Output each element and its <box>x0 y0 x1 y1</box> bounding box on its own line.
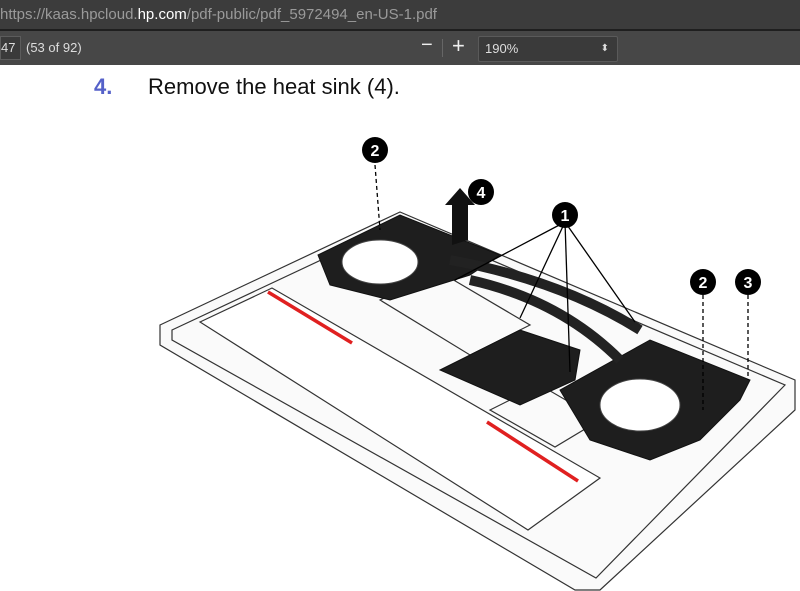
callout-2-right: 2 <box>690 269 716 295</box>
svg-text:1: 1 <box>561 208 570 225</box>
pdf-toolbar: 47 (53 of 92) − + 190% ⬍ <box>0 31 800 65</box>
zoom-select[interactable]: 190% ⬍ <box>478 36 618 62</box>
callout-3: 3 <box>735 269 761 295</box>
page-count: (53 of 92) <box>26 40 82 55</box>
svg-text:2: 2 <box>371 143 380 160</box>
zoom-value: 190% <box>485 41 519 56</box>
toolbar-divider <box>442 39 443 57</box>
url-domain: hp.com <box>137 6 187 23</box>
url-prefix: https://kaas.hpcloud. <box>0 6 138 23</box>
svg-text:3: 3 <box>744 275 753 292</box>
svg-text:2: 2 <box>699 275 708 292</box>
callout-4: 4 <box>468 179 494 205</box>
callout-2-left: 2 <box>362 137 388 163</box>
callout-1: 1 <box>552 202 578 228</box>
url-path: /pdf-public/pdf_5972494_en-US-1.pdf <box>186 6 437 23</box>
select-arrow-icon: ⬍ <box>600 43 609 54</box>
address-bar[interactable]: https://kaas.hpcloud.hp.com/pdf-public/p… <box>0 0 800 31</box>
svg-text:4: 4 <box>477 185 486 202</box>
zoom-in-button[interactable]: + <box>452 33 465 58</box>
callout-leaders <box>374 164 749 410</box>
red-marker-lines <box>267 290 579 483</box>
page-number-input[interactable]: 47 <box>0 36 21 60</box>
step-number: 4. <box>94 74 113 99</box>
battery <box>198 287 602 531</box>
fan-icon <box>341 239 681 432</box>
heat-sink-removal-arrow-icon <box>445 188 475 245</box>
step-instruction: Remove the heat sink (4). <box>148 74 400 99</box>
zoom-out-button[interactable]: − <box>421 34 433 56</box>
